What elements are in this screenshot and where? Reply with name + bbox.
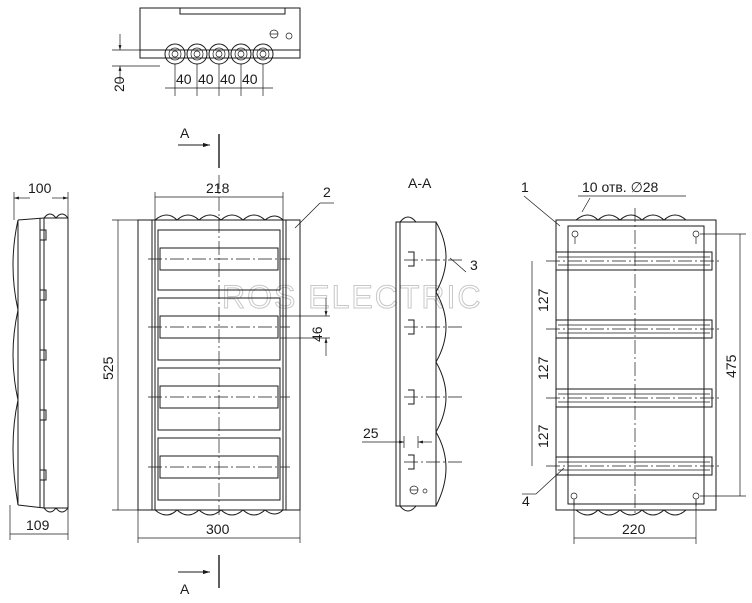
section-view: A-A 3 25 — [362, 175, 478, 512]
rail-pitch-dim-3: 127 — [535, 424, 551, 448]
rail-pitch-dim-1: 127 — [535, 288, 551, 312]
section-arrow-bottom: A — [178, 555, 220, 597]
cable-glands — [164, 43, 274, 65]
mount-width-dim: 220 — [622, 521, 646, 537]
side-bottom-dim: 109 — [26, 517, 50, 533]
pitch-dim-2: 40 — [198, 71, 214, 87]
front-row-height-dim: 46 — [309, 326, 325, 342]
side-view: 100 109 — [9, 180, 69, 540]
front-view: 218 525 46 300 2 — [100, 175, 334, 543]
svg-text:A: A — [180, 125, 190, 141]
pitch-dim-4: 40 — [242, 71, 258, 87]
top-height-dim: 20 — [111, 76, 127, 92]
svg-text:A: A — [180, 581, 190, 597]
pitch-dim-3: 40 — [220, 71, 236, 87]
section-depth-dim: 25 — [363, 425, 379, 441]
section-arrow-top: A — [178, 125, 220, 168]
front-top-width-dim: 218 — [206, 180, 230, 196]
front-bottom-width-dim: 300 — [206, 521, 230, 537]
callout-2: 2 — [323, 184, 331, 200]
callout-4: 4 — [522, 493, 530, 509]
rail-pitch-dim-2: 127 — [535, 356, 551, 380]
top-view: 20 40 40 40 40 — [111, 7, 301, 96]
callout-1: 1 — [521, 179, 529, 195]
mount-height-dim: 475 — [723, 354, 739, 378]
pitch-dim-1: 40 — [176, 71, 192, 87]
callout-3: 3 — [470, 257, 478, 273]
din-rails — [555, 251, 713, 476]
back-view: 1 10 отв. ∅28 — [521, 179, 746, 544]
front-height-dim: 525 — [100, 356, 116, 380]
holes-note: 10 отв. ∅28 — [582, 179, 659, 195]
section-title: A-A — [408, 175, 432, 191]
watermark: ROS ELECTRIC — [222, 279, 482, 315]
side-top-dim: 100 — [28, 180, 52, 196]
